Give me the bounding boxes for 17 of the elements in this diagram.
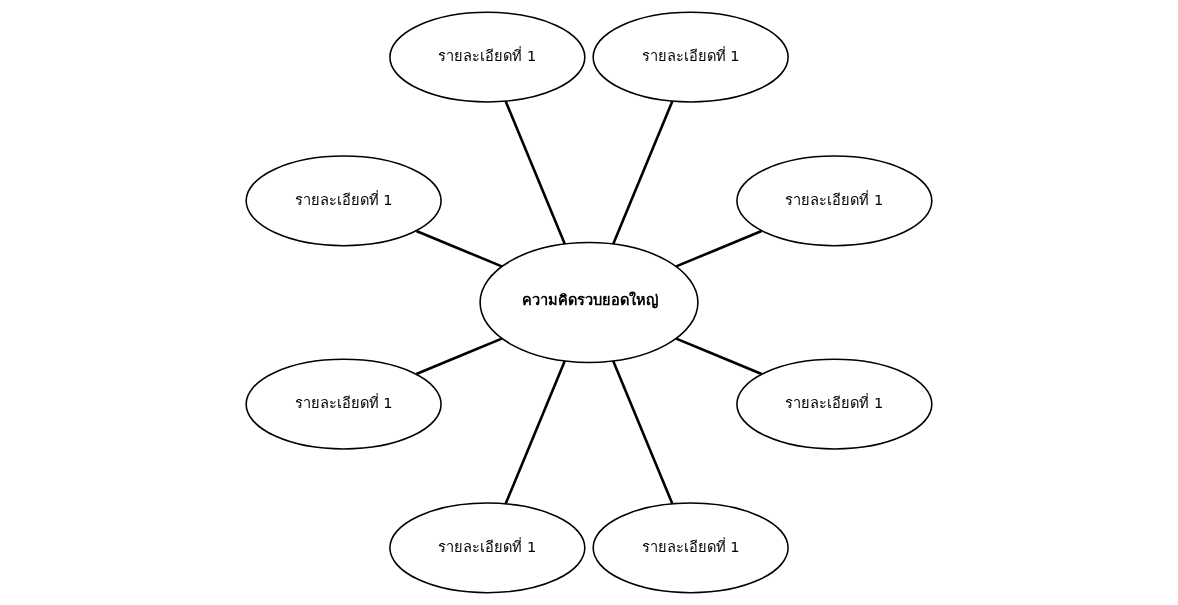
- node-ellipse: ความคิดรวบยอดใหญ่: [479, 241, 699, 364]
- connector: [504, 100, 566, 245]
- connector: [675, 229, 763, 268]
- connector: [504, 360, 566, 505]
- node-ellipse: รายละเอียดที่ 1: [245, 358, 442, 450]
- node-ellipse: รายละเอียดที่ 1: [592, 11, 789, 103]
- connector: [612, 360, 674, 505]
- node-ellipse: รายละเอียดที่ 1: [736, 155, 933, 247]
- node-ellipse: รายละเอียดที่ 1: [389, 502, 586, 594]
- node-ellipse: รายละเอียดที่ 1: [592, 502, 789, 594]
- connector: [612, 100, 674, 245]
- node-ellipse: รายละเอียดที่ 1: [245, 155, 442, 247]
- node-ellipse: รายละเอียดที่ 1: [736, 358, 933, 450]
- node-ellipse: รายละเอียดที่ 1: [389, 11, 586, 103]
- connector: [415, 337, 503, 376]
- connector: [415, 229, 503, 268]
- connector: [675, 337, 763, 376]
